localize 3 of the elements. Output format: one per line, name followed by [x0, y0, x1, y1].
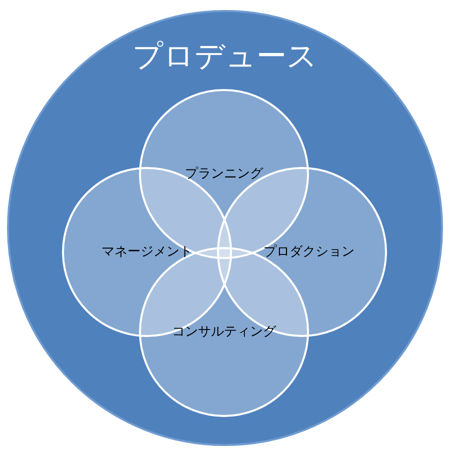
- circle-label: プロダクション: [262, 243, 356, 262]
- title-text: プロデュース: [132, 38, 318, 76]
- circle-label: プランニング: [184, 165, 264, 184]
